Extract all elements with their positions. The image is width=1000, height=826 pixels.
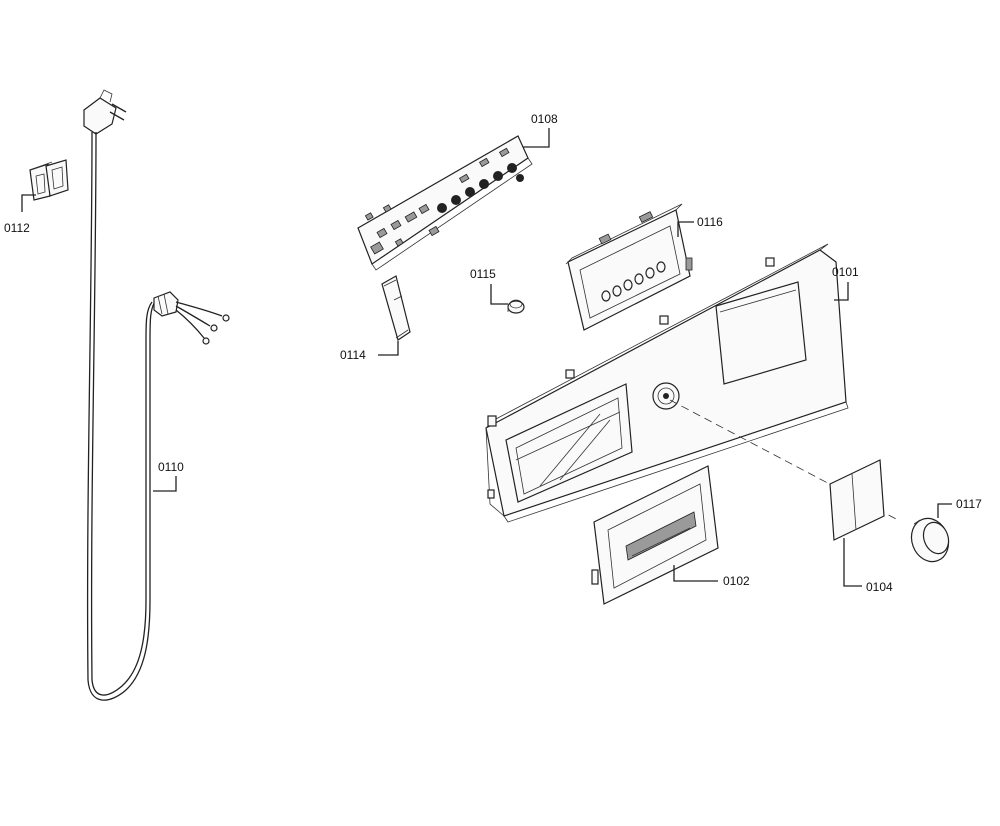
leader-0101 [834, 282, 849, 301]
leader-0112 [21, 194, 36, 212]
selector-ring-part [910, 517, 950, 563]
board-small-components [364, 147, 510, 255]
selector-plate-part [829, 459, 885, 541]
label-0114: 0114 [340, 348, 366, 362]
power-cable-part [83, 89, 230, 701]
drawer-handle-part [591, 465, 719, 605]
button-holder-holes [601, 261, 666, 302]
label-0115: 0115 [470, 267, 496, 281]
board-rotary-components [437, 163, 524, 213]
leader-0116 [677, 221, 694, 237]
label-0104: 0104 [866, 580, 893, 594]
label-0108: 0108 [531, 112, 558, 126]
label-0116: 0116 [697, 215, 723, 229]
label-0112: 0112 [4, 221, 30, 235]
label-0117: 0117 [956, 497, 982, 511]
control-panel-part [485, 243, 849, 523]
label-0102: 0102 [723, 574, 750, 588]
leader-0104 [843, 538, 862, 587]
leader-0114 [378, 341, 399, 356]
leader-0115 [490, 284, 508, 305]
light-guide-part [381, 275, 411, 341]
control-board-part [357, 135, 533, 271]
leader-0102 [673, 565, 718, 582]
leader-0108 [523, 128, 550, 148]
button-holder-part [565, 203, 693, 331]
label-0101: 0101 [832, 265, 859, 279]
plug-clip-part [29, 159, 69, 201]
label-0110: 0110 [158, 460, 184, 474]
button-knob-part [507, 299, 525, 314]
leader-0117 [937, 503, 952, 518]
leader-0110 [153, 476, 177, 492]
